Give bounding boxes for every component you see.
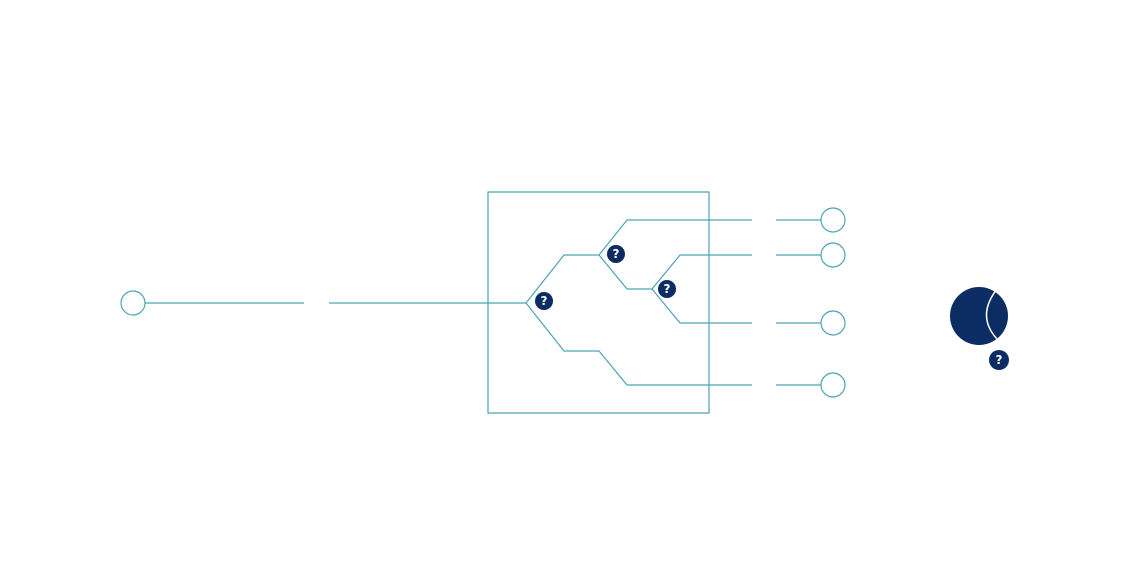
eclipse-disc-icon (950, 287, 1008, 345)
output-path-1 (598, 219, 752, 256)
target-disc (950, 287, 1008, 345)
upper-splitter-badge-label: ? (613, 247, 620, 261)
upper-to-inner-branch (598, 254, 652, 290)
question-mark-icon (658, 280, 676, 298)
source-port-icon (120, 290, 146, 316)
main-splitter-badge-label: ? (541, 294, 548, 308)
target-badge[interactable]: ? (989, 350, 1009, 370)
inner-splitter-badge[interactable]: ? (658, 280, 676, 298)
output-path-2 (651, 254, 752, 290)
target-badge-label: ? (996, 353, 1003, 367)
lower-branch (525, 302, 752, 386)
main-splitter-badge[interactable]: ? (535, 292, 553, 310)
output-port-icon (820, 207, 846, 233)
upper-splitter-badge[interactable]: ? (607, 245, 625, 263)
eclipse-curve (985, 288, 998, 340)
output-port-icon (820, 242, 846, 268)
question-mark-icon (989, 350, 1009, 370)
output-port-icon (820, 310, 846, 336)
output-port-icon (820, 372, 846, 398)
inner-splitter-badge-label: ? (664, 282, 671, 296)
splitter-box (487, 191, 710, 414)
output-path-3 (651, 288, 752, 324)
question-mark-icon (607, 245, 625, 263)
question-mark-icon (535, 292, 553, 310)
upper-branch (525, 254, 599, 304)
